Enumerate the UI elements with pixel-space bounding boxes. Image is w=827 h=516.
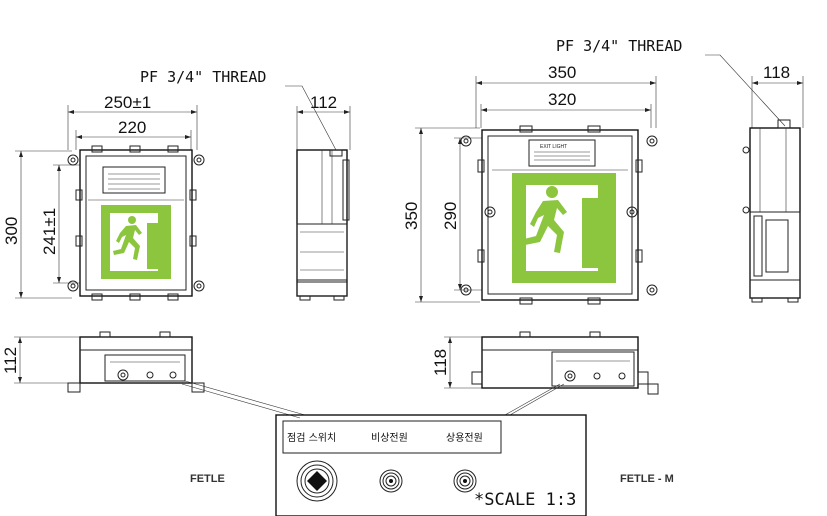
dim-right-outer-width: 350 (548, 63, 576, 82)
test-switch-icon (296, 460, 338, 502)
running-man-icon (524, 186, 567, 253)
right-model-label: FETLE - M (620, 473, 674, 485)
switch-label-1: 점검 스위치 (287, 431, 336, 444)
dim-right-inner-width: 320 (548, 90, 576, 109)
right-side-view: PF 3/4" THREAD 118 (556, 37, 804, 303)
dim-left-inner-height: 241±1 (40, 208, 59, 255)
switch-label-2: 비상전원 (371, 432, 408, 444)
left-bottom-view: 112 FETLE (1, 331, 225, 485)
dim-right-inner-height: 290 (441, 202, 460, 230)
left-thread-note: PF 3/4" THREAD (140, 68, 266, 86)
dim-right-side-depth: 118 (763, 63, 790, 82)
scale-note: *SCALE 1:3 (474, 490, 576, 510)
right-front-view: 350 320 350 290 EXIT (402, 63, 658, 305)
dim-left-outer-width: 250±1 (104, 93, 151, 112)
switch-label-3: 상용전원 (446, 432, 483, 444)
normal-power-lamp-icon (453, 469, 477, 493)
left-model-label: FETLE (190, 473, 225, 485)
dim-left-side-depth: 112 (310, 93, 337, 112)
dim-right-height: 350 (402, 202, 421, 230)
right-thread-note: PF 3/4" THREAD (556, 37, 682, 55)
dim-left-inner-width: 220 (118, 118, 146, 137)
left-side-view: 112 PF 3/4" THREAD (140, 68, 351, 301)
dim-left-bottom-height: 112 (1, 347, 20, 374)
left-front-view: 250±1 220 300 241±1 (2, 93, 205, 301)
switch-detail-panel: 점검 스위치 비상전원 상용전원 *SCALE 1:3 (275, 414, 587, 516)
running-man-icon (113, 216, 142, 260)
right-bottom-view: 118 FETLE - M (431, 331, 674, 485)
dim-right-bottom-height: 118 (431, 349, 450, 376)
emergency-power-lamp-icon (379, 469, 403, 493)
dim-left-height: 300 (2, 217, 21, 245)
right-plate-label: EXIT LIGHT (540, 144, 567, 150)
